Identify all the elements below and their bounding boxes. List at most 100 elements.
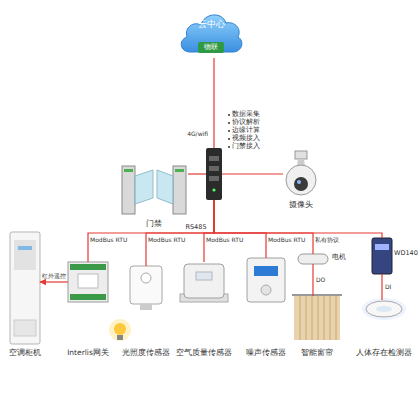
node-label: 电机 bbox=[332, 254, 346, 262]
sensor-grill bbox=[196, 272, 212, 280]
device-node: WD140 bbox=[372, 238, 392, 274]
gate-light bbox=[175, 169, 184, 172]
node-label: 物联 bbox=[204, 44, 218, 52]
motor-body bbox=[298, 254, 328, 264]
feature-item: 数据采集 bbox=[232, 111, 260, 119]
node-label: 门禁 bbox=[146, 219, 162, 228]
bulb-base bbox=[117, 335, 123, 340]
gate-glass bbox=[135, 170, 153, 204]
module-label bbox=[78, 274, 98, 288]
device-node: 智能窗帘 bbox=[294, 296, 340, 340]
connector-line bbox=[88, 200, 214, 262]
edge-label: ModBus RTU bbox=[206, 236, 243, 243]
detector-glow bbox=[362, 298, 406, 320]
device-node: 噪声传感器 bbox=[247, 258, 285, 302]
gateway-led bbox=[212, 188, 215, 191]
sensor-mic bbox=[261, 285, 271, 295]
device-node: 空气质量传感器 bbox=[182, 262, 226, 302]
connector-line bbox=[214, 200, 382, 238]
gate-light bbox=[124, 169, 133, 172]
bullet-dot bbox=[228, 130, 230, 132]
bullet-dot bbox=[228, 146, 230, 148]
camera-mount bbox=[295, 151, 307, 159]
connector-line bbox=[312, 264, 313, 296]
feature-item: 门禁接入 bbox=[232, 143, 260, 151]
module-body bbox=[68, 262, 108, 302]
device-node: 人体存在检测器 bbox=[366, 300, 402, 318]
curtain-rail bbox=[292, 294, 342, 296]
edge-label: 4G/wifi bbox=[187, 130, 208, 137]
terminal-strip bbox=[70, 294, 106, 300]
ac-display bbox=[18, 246, 32, 250]
ac-panel bbox=[14, 240, 36, 270]
connector-line bbox=[214, 200, 266, 258]
camera-lens bbox=[294, 177, 308, 191]
connector-line bbox=[146, 200, 214, 266]
bullet-dot bbox=[228, 114, 230, 116]
curtain-pleats bbox=[300, 296, 336, 340]
node-label: WD140 bbox=[394, 250, 418, 258]
cloud-outline bbox=[181, 15, 242, 52]
edge-label: 红外遥控 bbox=[42, 272, 66, 279]
bulb bbox=[114, 323, 126, 335]
device-node: 摄像头 bbox=[283, 150, 317, 196]
connector-line bbox=[214, 200, 313, 254]
sensor-window bbox=[141, 273, 151, 283]
device-node: Interlis网关 bbox=[68, 262, 108, 302]
sensor-body bbox=[130, 266, 162, 304]
edge-label: ModBus RTU bbox=[148, 236, 185, 243]
device-node: 数据采集协议解析边缘计算视频接入门禁接入 bbox=[206, 148, 222, 200]
edge-label: DO bbox=[316, 276, 325, 283]
connector-line bbox=[40, 281, 68, 282]
badge-box: 物联 bbox=[198, 42, 224, 53]
edge-label: DI bbox=[385, 283, 391, 290]
device-node: 空调柜机 bbox=[10, 232, 40, 344]
node-label: 人体存在检测器 bbox=[356, 348, 412, 357]
connector-line bbox=[381, 274, 382, 300]
bus-label: RS485 bbox=[185, 224, 206, 232]
sensor-display bbox=[254, 266, 278, 276]
sensor-body bbox=[247, 258, 285, 302]
camera-dome bbox=[286, 165, 316, 195]
gate-glass bbox=[157, 170, 173, 204]
terminal-strip bbox=[70, 264, 106, 270]
camera-glint bbox=[297, 180, 301, 184]
device-node: 光照度传感器 bbox=[130, 266, 162, 304]
connector-line bbox=[188, 173, 206, 174]
sensor-body bbox=[184, 264, 224, 298]
node-label: 噪声传感器 bbox=[246, 348, 286, 357]
node-label: 摄像头 bbox=[289, 200, 313, 209]
detector-body bbox=[366, 301, 402, 317]
detector-lens bbox=[376, 306, 392, 312]
gateway-port bbox=[209, 156, 219, 161]
sensor-cable bbox=[140, 304, 152, 310]
connector-line bbox=[213, 58, 214, 148]
bullet-dot bbox=[228, 122, 230, 124]
edge-label: 私有协议 bbox=[315, 236, 339, 243]
node-label: 云中心 bbox=[198, 19, 225, 30]
gate-pillar bbox=[122, 166, 135, 214]
device-node: 门禁 bbox=[120, 163, 188, 215]
node-label: 空调柜机 bbox=[9, 348, 41, 357]
device-node: 电机 bbox=[298, 254, 328, 264]
controller-panel bbox=[375, 244, 389, 250]
node-label: 空气质量传感器 bbox=[176, 348, 232, 357]
curtain-fabric bbox=[294, 296, 340, 340]
bullet-dot bbox=[228, 138, 230, 140]
gateway-body bbox=[206, 148, 222, 200]
controller-body bbox=[372, 238, 392, 274]
feature-item: 边缘计算 bbox=[232, 127, 260, 135]
gate-pillar bbox=[173, 166, 186, 214]
feature-item: 视频接入 bbox=[232, 135, 260, 143]
node-label: 光照度传感器 bbox=[122, 348, 170, 357]
node-label: Interlis网关 bbox=[67, 348, 109, 357]
connector-line bbox=[222, 173, 283, 174]
edge-label: ModBus RTU bbox=[90, 236, 127, 243]
feature-item: 协议解析 bbox=[232, 119, 260, 127]
gateway-port bbox=[209, 166, 219, 171]
edge-label: ModBus RTU bbox=[268, 236, 305, 243]
ac-body bbox=[10, 232, 40, 344]
